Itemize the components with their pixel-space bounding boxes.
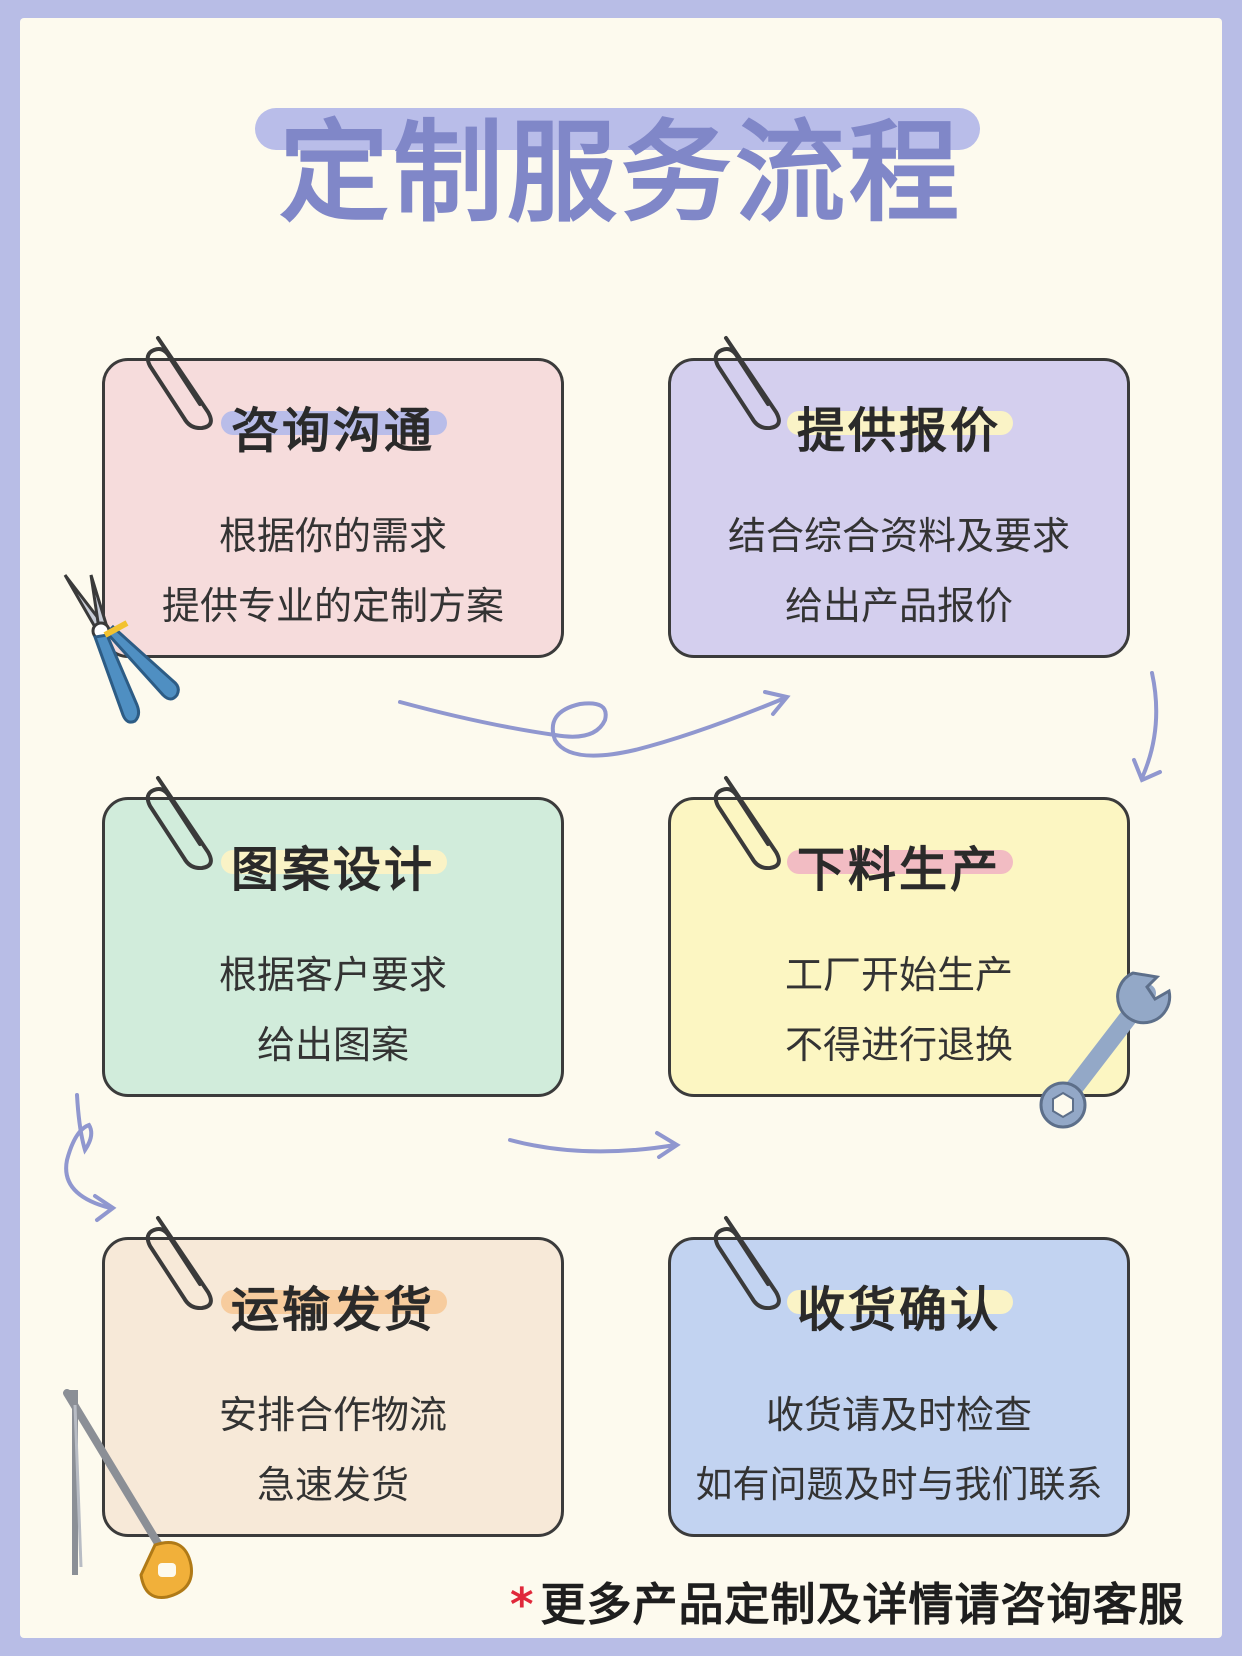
step-title-highlight [787,411,1013,435]
step-description-line: 急速发货 [256,1463,409,1507]
step-description: 根据你的需求 提供专业的定制方案 [105,501,561,641]
step-description-line: 提供专业的定制方案 [161,584,504,628]
footer-text: 更多产品定制及详情请咨询客服 [540,1578,1185,1631]
step-description-line: 给出产品报价 [784,584,1013,628]
step-description: 工厂开始生产 不得进行退换 [671,940,1127,1080]
wrench-icon [1039,971,1172,1129]
step-title-highlight [221,850,447,874]
page-title: 定制服务流程 [279,109,963,237]
paperclip-icon [145,776,213,870]
step-description-line: 安排合作物流 [218,1393,447,1437]
step-description: 安排合作物流 急速发货 [105,1380,561,1520]
step-title: 咨询沟通 [230,403,435,459]
paperclip-icon [713,336,781,430]
step-title-highlight [221,411,447,435]
step-title: 运输发货 [230,1282,435,1338]
step-title: 收货确认 [796,1282,1001,1338]
curvy-arrow-icon [398,690,791,758]
step-description-line: 给出图案 [256,1023,409,1067]
paperclip-icon [713,776,781,870]
paperclip-icon [145,336,213,430]
step-description-line: 工厂开始生产 [784,953,1013,997]
step-description-line: 收货请及时检查 [765,1393,1032,1437]
step-card-production: 下料生产 工厂开始生产 不得进行退换 [668,797,1130,1097]
step-title-highlight [787,850,1013,874]
step-card-receipt: 收货确认 收货请及时检查 如有问题及时与我们联系 [668,1237,1130,1537]
step-description: 结合综合资料及要求 给出产品报价 [671,501,1127,641]
saw-icon [63,1389,193,1600]
step-title: 图案设计 [230,842,435,898]
step-description-line: 结合综合资料及要求 [727,514,1070,558]
step-title-highlight [787,1290,1013,1314]
footer-note: *更多产品定制及详情请咨询客服 [510,1568,1210,1633]
step-title: 下料生产 [796,842,1001,898]
step-title-highlight [221,1290,447,1314]
step-title: 提供报价 [796,403,1001,459]
paperclip-icon [713,1216,781,1310]
step-card-quote: 提供报价 结合综合资料及要求 给出产品报价 [668,358,1130,658]
step-description-line: 如有问题及时与我们联系 [695,1463,1103,1506]
step-description-line: 根据客户要求 [218,953,447,997]
asterisk-icon: * [510,1578,535,1631]
paperclip-icon [145,1216,213,1310]
curvy-arrow-icon [64,1093,117,1222]
curvy-arrow-icon [1132,671,1162,783]
curvy-arrow-icon [508,1131,681,1159]
step-description-line: 不得进行退换 [784,1023,1013,1067]
title-underline [255,108,980,150]
step-description: 根据客户要求 给出图案 [105,940,561,1080]
pliers-icon [63,574,180,724]
step-description-line: 根据你的需求 [218,514,447,558]
step-description: 收货请及时检查 如有问题及时与我们联系 [671,1380,1127,1520]
title-area: 定制服务流程 [0,100,1242,260]
